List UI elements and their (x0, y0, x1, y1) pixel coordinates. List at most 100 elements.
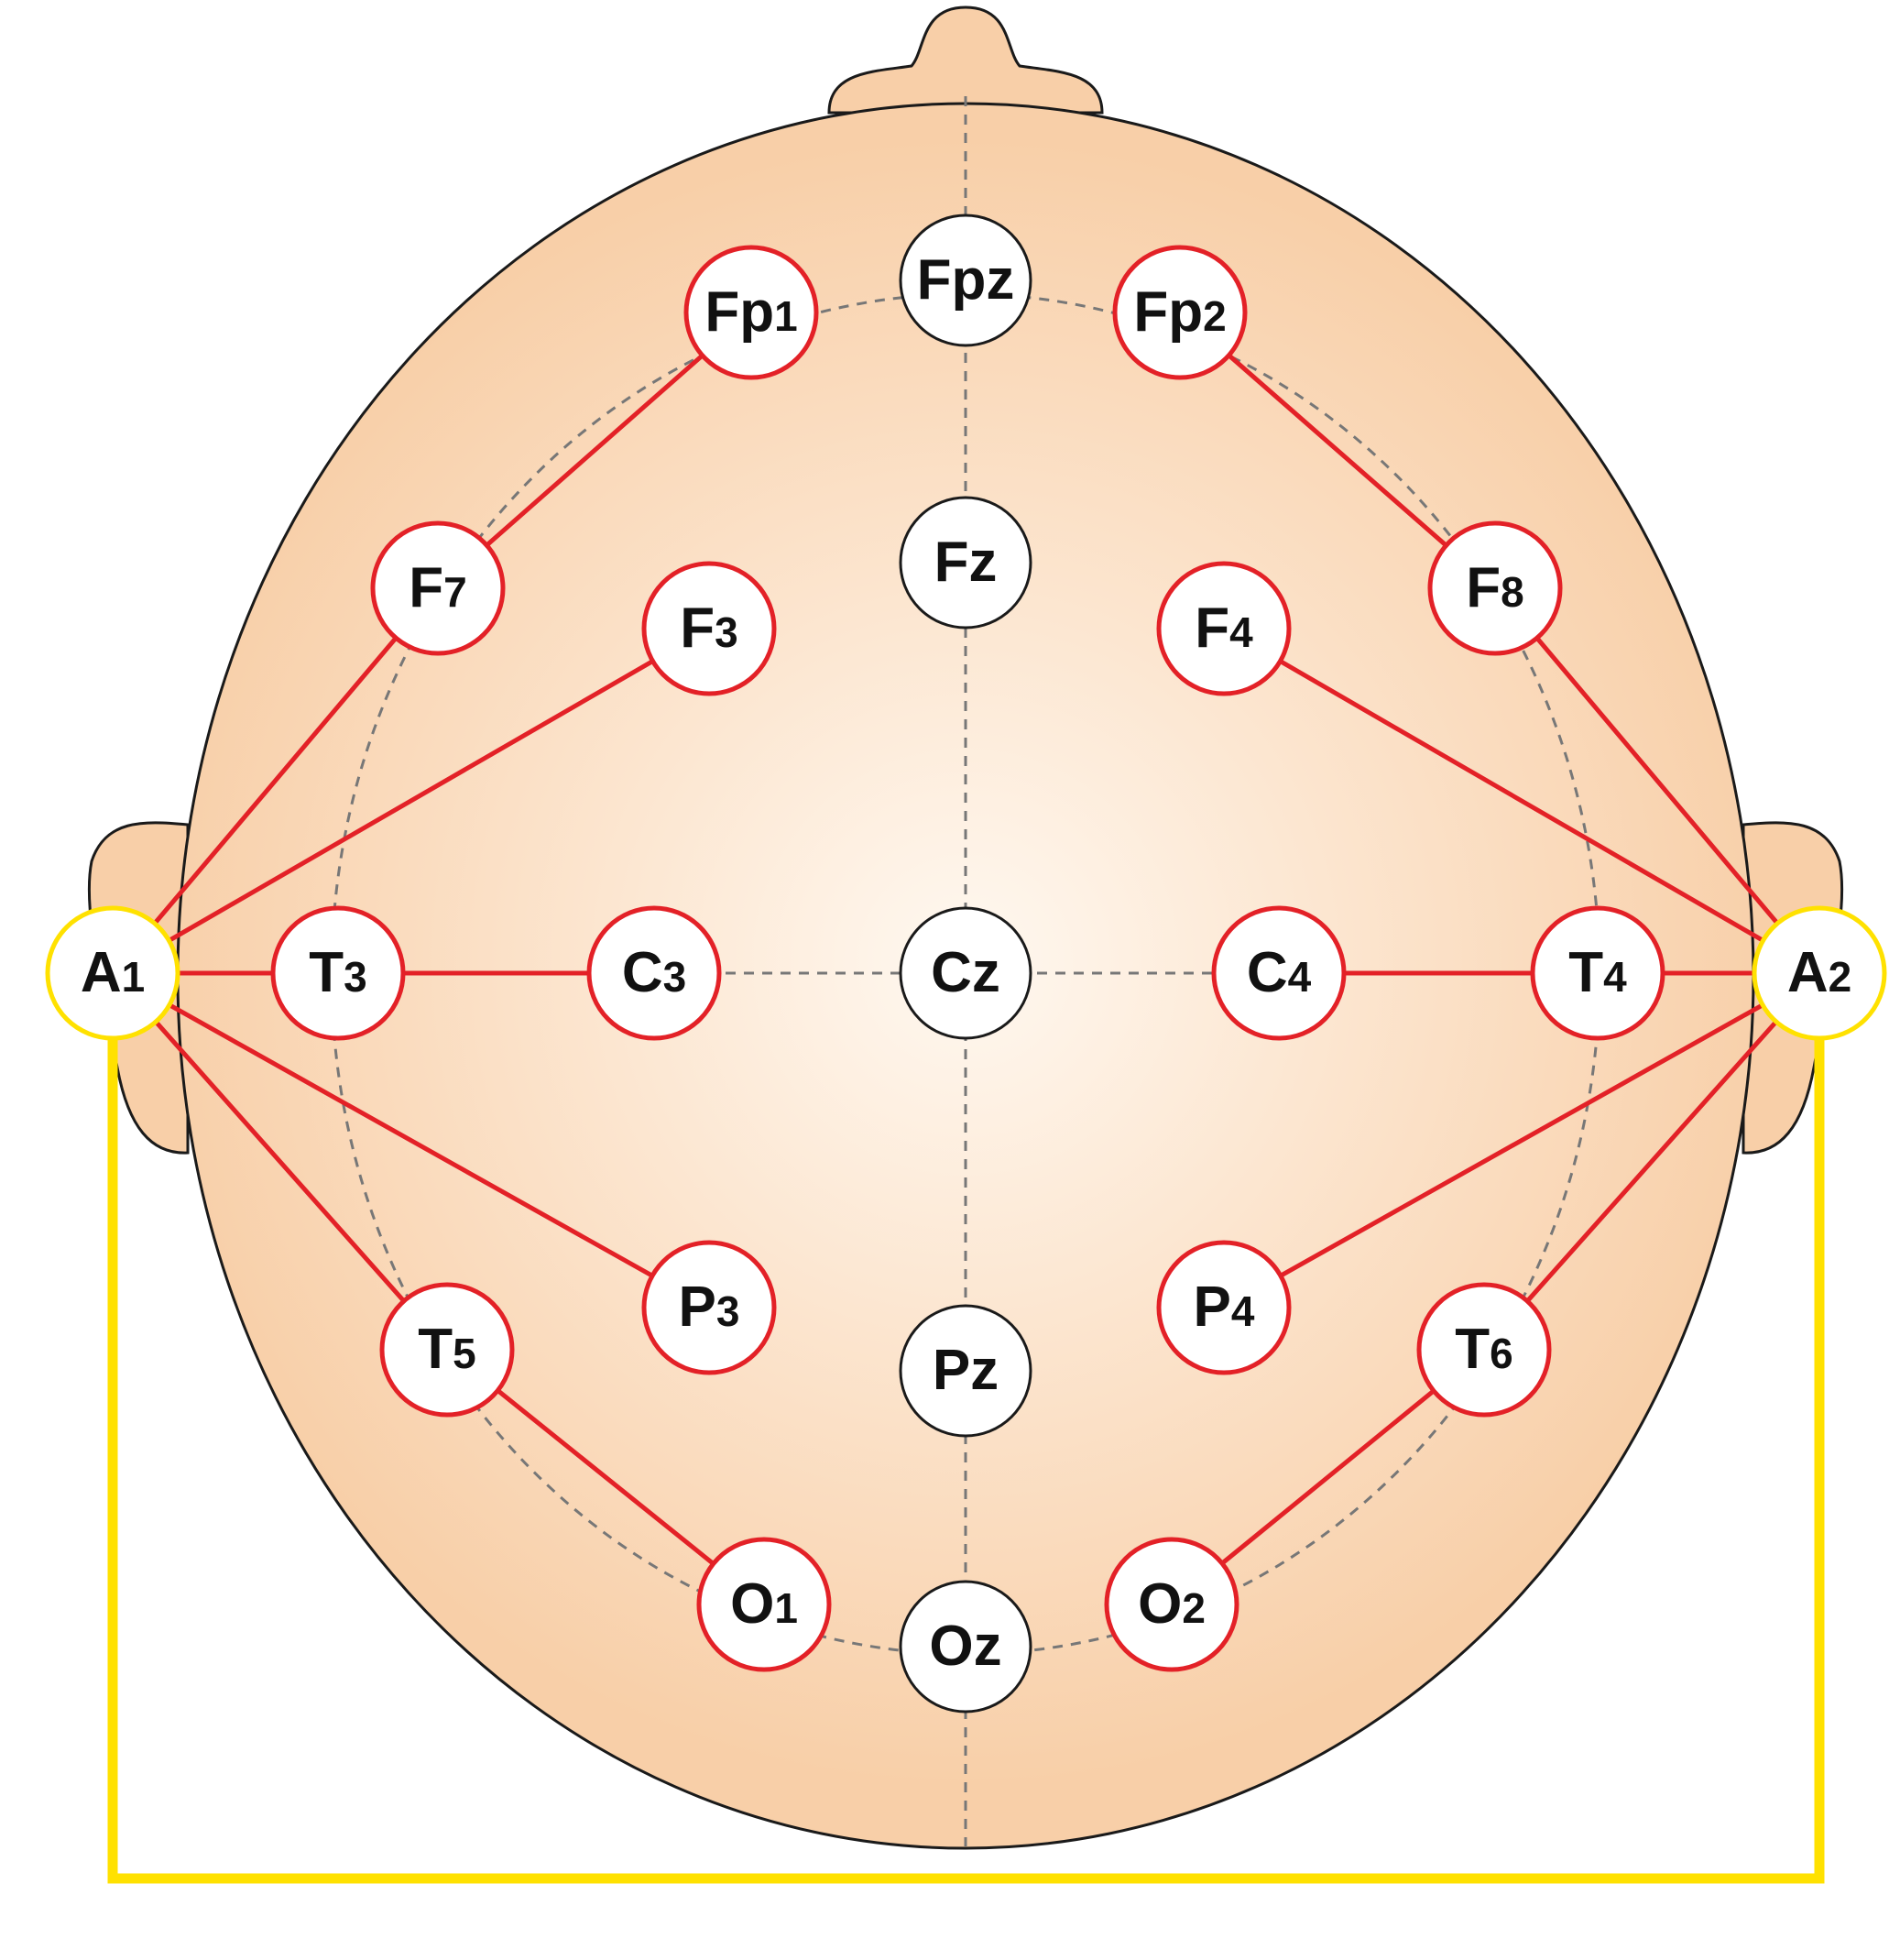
electrode-label: Cz (931, 941, 1000, 1004)
electrode-label: O2 (1138, 1572, 1206, 1636)
electrode-circle (1752, 905, 1887, 1041)
electrode-o2: O2 (1104, 1537, 1239, 1672)
electrode-t6: T6 (1416, 1282, 1552, 1418)
electrode-number: 2 (1182, 1584, 1206, 1632)
electrode-letters: Fpz (917, 248, 1015, 312)
electrode-t5: T5 (379, 1282, 515, 1418)
electrode-label: C4 (1247, 941, 1312, 1004)
connection-fp1-f7 (436, 311, 753, 590)
electrode-circle (899, 906, 1032, 1040)
electrode-circle (899, 1580, 1032, 1714)
electrode-t4: T4 (1530, 905, 1665, 1041)
electrode-circle (641, 561, 777, 696)
connection-fp2-f8 (1178, 311, 1497, 590)
electrode-label: C3 (622, 941, 686, 1004)
electrode-letters: F (680, 597, 715, 660)
electrode-letters: F (1466, 556, 1501, 619)
electrode-circle (1530, 905, 1665, 1041)
connection-t5-o1 (445, 1348, 766, 1606)
connection-f3-a1 (111, 626, 711, 976)
electrode-circle (1416, 1282, 1552, 1418)
connection-a1-p3 (111, 970, 711, 1310)
electrode-letters: O (730, 1572, 774, 1636)
electrode-label: A2 (1787, 941, 1851, 1004)
electrode-number: 8 (1501, 568, 1524, 616)
connection-a2-t6 (1482, 971, 1821, 1352)
electrode-fz: Fz (899, 496, 1032, 630)
electrode-p3: P3 (641, 1240, 777, 1375)
electrode-label: T3 (309, 941, 366, 1004)
electrode-label: Pz (933, 1339, 999, 1402)
connection-f8-a2 (1493, 586, 1821, 975)
electrode-label: F8 (1466, 556, 1523, 619)
electrode-f4: F4 (1156, 561, 1292, 696)
electrode-circle (1156, 1240, 1292, 1375)
electrode-letters: T (309, 941, 344, 1004)
electrode-number: 2 (1203, 292, 1227, 340)
electrode-label: F7 (409, 556, 466, 619)
electrode-cz: Cz (899, 906, 1032, 1040)
electrode-letters: T (1568, 941, 1603, 1004)
electrode-label: A1 (81, 941, 145, 1004)
montage-lines (111, 311, 1821, 1606)
electrode-letters: T (1455, 1318, 1490, 1381)
electrode-circle (696, 1537, 832, 1672)
electrode-label: O1 (730, 1572, 798, 1636)
electrode-number: 1 (122, 953, 146, 1001)
electrode-letters: Fz (934, 531, 998, 594)
electrode-circle (899, 496, 1032, 630)
electrode-circle (1112, 245, 1248, 380)
electrode-a1: A1 (45, 905, 180, 1041)
electrode-circle (1211, 905, 1347, 1041)
electrode-o1: O1 (696, 1537, 832, 1672)
nose (827, 5, 1104, 115)
electrode-letters: O (1138, 1572, 1182, 1636)
electrode-circle (370, 520, 506, 656)
electrode-number: 5 (453, 1330, 476, 1377)
electrode-letters: Pz (933, 1339, 999, 1402)
electrode-number: 3 (715, 608, 738, 656)
electrode-number: 1 (774, 1584, 798, 1632)
electrode-f8: F8 (1427, 520, 1563, 656)
electrode-f3: F3 (641, 561, 777, 696)
connection-f7-a1 (111, 586, 440, 975)
electrode-letters: Fp (1133, 280, 1203, 344)
electrode-label: P3 (679, 1276, 740, 1339)
electrode-label: T5 (418, 1318, 475, 1381)
electrode-letters: A (81, 941, 122, 1004)
electrode-label: T4 (1568, 941, 1627, 1004)
electrode-letters: C (622, 941, 663, 1004)
connection-a1-t5 (111, 971, 449, 1352)
electrode-oz: Oz (899, 1580, 1032, 1714)
connection-f4-a2 (1222, 626, 1821, 976)
electrode-number: 4 (1288, 953, 1312, 1001)
electrode-letters: F (1195, 597, 1229, 660)
electrode-letters: P (679, 1276, 716, 1339)
electrode-label: Fp2 (1133, 280, 1226, 344)
electrode-label: Oz (929, 1615, 1001, 1678)
electrode-number: 4 (1603, 953, 1627, 1001)
electrode-number: 4 (1229, 608, 1253, 656)
electrode-circle (1427, 520, 1563, 656)
electrode-label: Fz (934, 531, 998, 594)
electrode-label: T6 (1455, 1318, 1512, 1381)
electrode-number: 7 (443, 568, 467, 616)
electrode-circle (270, 905, 406, 1041)
electrode-letters: F (409, 556, 443, 619)
electrode-label: Fp1 (704, 280, 797, 344)
electrode-f7: F7 (370, 520, 506, 656)
electrode-label: F4 (1195, 597, 1253, 660)
electrode-fp1: Fp1 (683, 245, 819, 380)
electrode-t3: T3 (270, 905, 406, 1041)
electrode-letters: P (1194, 1276, 1231, 1339)
electrode-c4: C4 (1211, 905, 1347, 1041)
electrode-number: 3 (344, 953, 367, 1001)
electrode-number: 3 (716, 1287, 740, 1335)
electrode-label: F3 (680, 597, 737, 660)
electrode-letters: Oz (929, 1615, 1001, 1678)
electrode-circle (586, 905, 722, 1041)
electrode-letters: T (418, 1318, 453, 1381)
electrode-fpz: Fpz (899, 214, 1032, 347)
electrode-letters: Cz (931, 941, 1000, 1004)
